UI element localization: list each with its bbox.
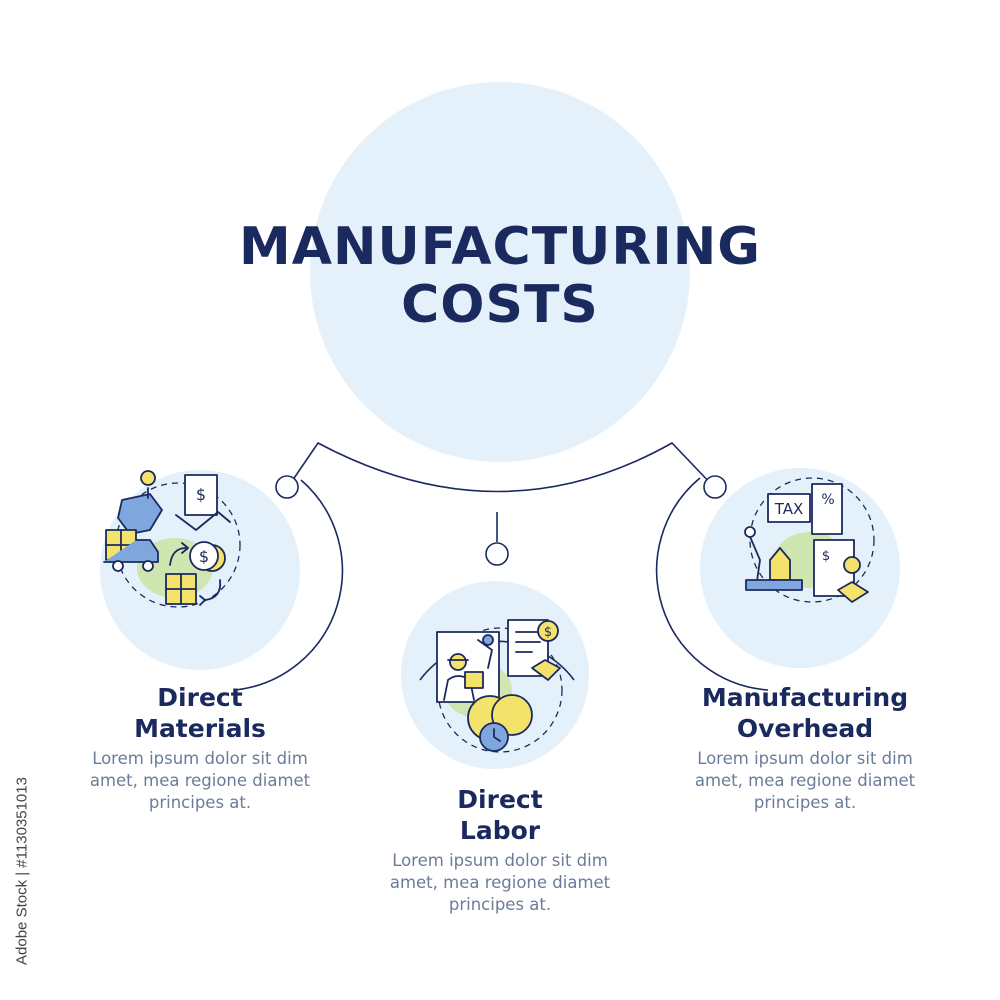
heading-line: Overhead (736, 714, 874, 743)
heading-direct-materials: Direct Materials (90, 682, 310, 744)
desc-line: amet, mea regione diamet (694, 771, 916, 790)
desc-line: amet, mea regione diamet (389, 873, 611, 892)
desc-line: Lorem ipsum dolor sit dim (392, 851, 608, 870)
heading-direct-labor: Direct Labor (390, 784, 610, 846)
svg-text:TAX: TAX (774, 500, 804, 518)
desc-direct-labor: Lorem ipsum dolor sit dim amet, mea regi… (360, 850, 640, 916)
connector-nodes (275, 475, 727, 566)
heading-line: Manufacturing (701, 683, 909, 712)
heading-manufacturing-overhead: Manufacturing Overhead (660, 682, 950, 744)
desc-line: principes at. (148, 793, 252, 812)
desc-line: Lorem ipsum dolor sit dim (92, 749, 308, 768)
tax-overhead-icon: % TAX $ (744, 483, 869, 603)
desc-direct-materials: Lorem ipsum dolor sit dim amet, mea regi… (60, 748, 340, 814)
stock-id-watermark: Adobe Stock | #1130351013 (10, 766, 34, 976)
title-line-1: MANUFACTURING (239, 217, 761, 277)
title-line-2: COSTS (401, 275, 599, 335)
svg-text:$: $ (544, 625, 552, 640)
stock-id-text: Adobe Stock | #1130351013 (13, 777, 31, 965)
dashed-ring-middle (437, 627, 563, 753)
desc-line: Lorem ipsum dolor sit dim (697, 749, 913, 768)
supply-chain-materials-icon: $ $ (103, 470, 231, 606)
title-circle (310, 82, 690, 462)
diagram-title: MANUFACTURING COSTS (200, 218, 800, 334)
node-middle (485, 542, 509, 566)
desc-manufacturing-overhead: Lorem ipsum dolor sit dim amet, mea regi… (663, 748, 947, 814)
desc-line: principes at. (448, 895, 552, 914)
node-left (275, 475, 299, 499)
svg-text:%: % (821, 492, 834, 508)
heading-line: Direct (157, 683, 243, 712)
svg-text:$: $ (196, 485, 206, 504)
dashed-ring-right (749, 477, 875, 603)
heading-line: Labor (459, 816, 541, 845)
labor-worker-contract-icon: $ $ (436, 619, 561, 752)
desc-line: principes at. (753, 793, 857, 812)
svg-text:$: $ (822, 549, 830, 564)
heading-line: Direct (457, 785, 543, 814)
node-right (703, 475, 727, 499)
svg-text:$: $ (199, 547, 209, 566)
desc-line: amet, mea regione diamet (89, 771, 311, 790)
heading-line: Materials (134, 714, 266, 743)
dashed-ring-left (115, 482, 241, 608)
